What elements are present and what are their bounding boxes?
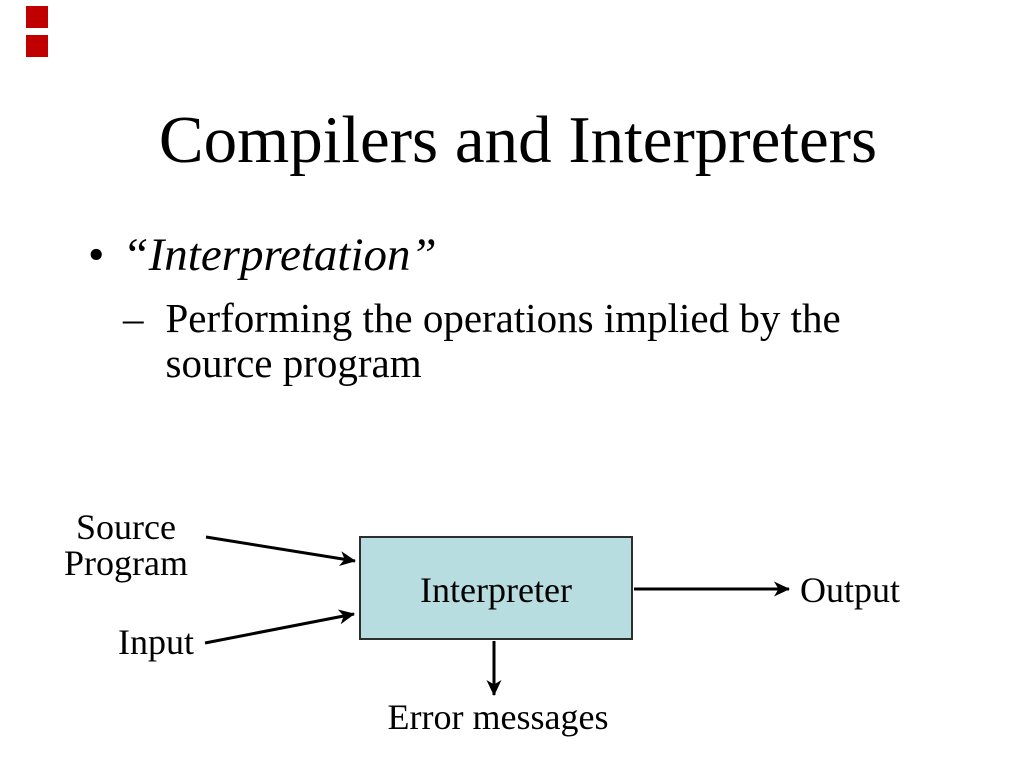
label-error-messages: Error messages <box>387 697 609 737</box>
decor-red-square-bottom <box>26 35 48 57</box>
label-source-line1: Source <box>76 507 176 547</box>
sub-bullet-line2: source program <box>165 340 422 386</box>
arrow-source-to-interpreter <box>205 535 356 567</box>
decor-red-square-top <box>26 6 48 28</box>
label-source-program: Source Program <box>36 509 216 581</box>
arrow-input-to-interpreter <box>204 609 355 645</box>
label-output: Output <box>800 570 901 610</box>
bullet-dot: • <box>88 229 105 281</box>
bullet-interpretation: • “Interpretation” <box>88 230 437 280</box>
sub-bullet-dash: – <box>123 295 144 341</box>
interpreter-box: Interpreter <box>359 536 633 640</box>
interpreter-box-label: Interpreter <box>420 570 572 610</box>
sub-bullet-performing: – Performing the operations implied by t… <box>123 296 841 386</box>
bullet-term: “Interpretation” <box>122 229 437 281</box>
slide-title: Compilers and Interpreters <box>158 103 878 177</box>
label-input: Input <box>118 622 194 662</box>
sub-bullet-line1: Performing the operations implied by the <box>165 295 841 341</box>
label-source-line2: Program <box>64 543 188 583</box>
sub-bullet-text: Performing the operations implied by the… <box>166 296 841 386</box>
